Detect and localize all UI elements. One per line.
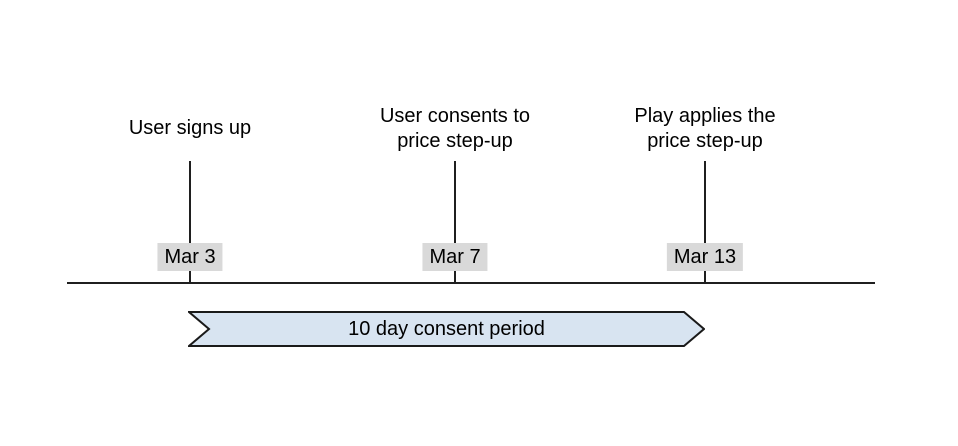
date-label-mar-7: Mar 7 (422, 243, 488, 271)
event-title-user-signs-up: User signs up (128, 117, 252, 139)
consent-period-label: 10 day consent period (348, 317, 545, 340)
event-tick-line-mar-3 (189, 161, 191, 284)
event-title-user-consents: User consents to price step-up (379, 105, 531, 152)
event-tick-line-mar-13 (704, 161, 706, 284)
consent-period-banner-shape (188, 311, 705, 347)
chevron-banner-icon (188, 311, 705, 347)
date-label-mar-3: Mar 3 (157, 243, 223, 271)
date-label-mar-13: Mar 13 (666, 243, 744, 271)
event-title-play-applies: Play applies the price step-up (634, 105, 776, 152)
timeline-axis (67, 282, 875, 284)
event-tick-line-mar-7 (454, 161, 456, 284)
